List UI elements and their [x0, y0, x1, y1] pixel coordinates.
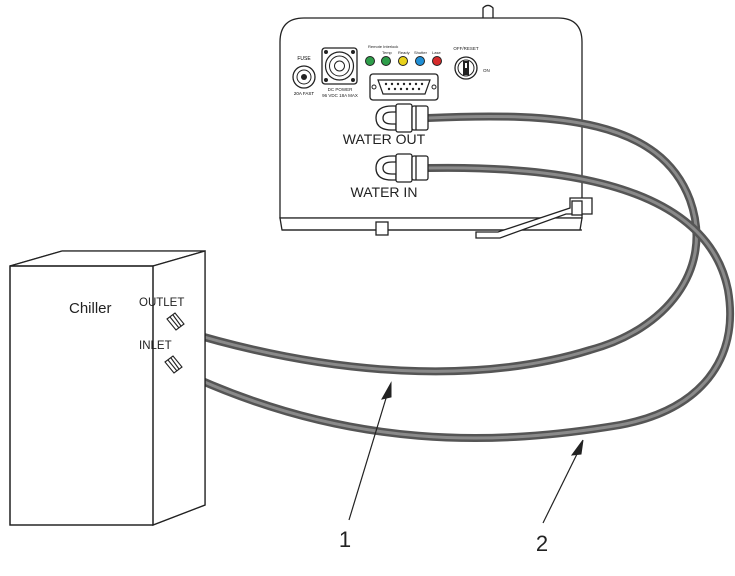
fuse-label: FUSE — [297, 56, 311, 62]
chiller-inlet-fitting — [164, 355, 183, 374]
callout-2: 2 — [536, 439, 584, 556]
fuse-rating: 20A FAST — [294, 91, 315, 96]
hoses — [174, 112, 735, 443]
indicator-label-ready: Ready — [398, 50, 410, 55]
remote-interlock-led — [365, 56, 375, 66]
dc-power-label: DC POWER — [328, 87, 354, 92]
shutter-led — [415, 56, 425, 66]
indicator-label-shutter: Shutter — [414, 50, 428, 55]
callout-1-number: 1 — [339, 527, 351, 552]
fuse-holder: FUSE 20A FAST — [292, 56, 316, 96]
chiller-inlet-label: INLET — [139, 340, 172, 352]
status-indicators: Remote Interlock Temp Ready Shutter Lase — [365, 44, 442, 66]
dc-power-rating: 96 VDC 18A MAX — [322, 93, 358, 98]
chiller-label: Chiller — [69, 300, 112, 317]
ready-led — [398, 56, 408, 66]
unit-foot-right — [571, 200, 583, 216]
water-out-label: WATER OUT — [343, 131, 426, 147]
db15-connector — [369, 73, 439, 101]
callout-2-arrowhead — [570, 439, 584, 456]
switch-on-label: ON — [483, 68, 490, 73]
indicator-label-remote: Remote Interlock — [368, 44, 398, 49]
lase-led — [432, 56, 442, 66]
switch-label: OFF/RESET — [453, 46, 479, 51]
hose-1-highlight — [178, 114, 698, 373]
chiller-outlet-fitting — [166, 312, 185, 331]
unit-foot-left — [375, 221, 389, 236]
temp-led — [381, 56, 391, 66]
off-reset-switch: OFF/RESET ON — [453, 46, 490, 80]
unit-handle — [482, 4, 494, 18]
chiller-front-face — [9, 265, 154, 526]
chiller-unit — [9, 250, 206, 526]
callout-2-number: 2 — [536, 531, 548, 556]
indicator-label-lase: Lase — [432, 50, 441, 55]
chiller-side — [152, 250, 206, 526]
water-in-fitting — [375, 153, 429, 183]
water-out-fitting — [375, 103, 429, 133]
dc-power-connector: DC POWER 96 VDC 18A MAX — [321, 47, 358, 98]
callout-1: 1 — [339, 381, 392, 552]
indicator-label-temp: Temp — [382, 50, 393, 55]
callout-1-arrowhead — [381, 381, 392, 400]
water-in-label: WATER IN — [351, 184, 418, 200]
chiller-outlet-label: OUTLET — [139, 297, 184, 309]
hose-2-highlight — [176, 166, 732, 440]
